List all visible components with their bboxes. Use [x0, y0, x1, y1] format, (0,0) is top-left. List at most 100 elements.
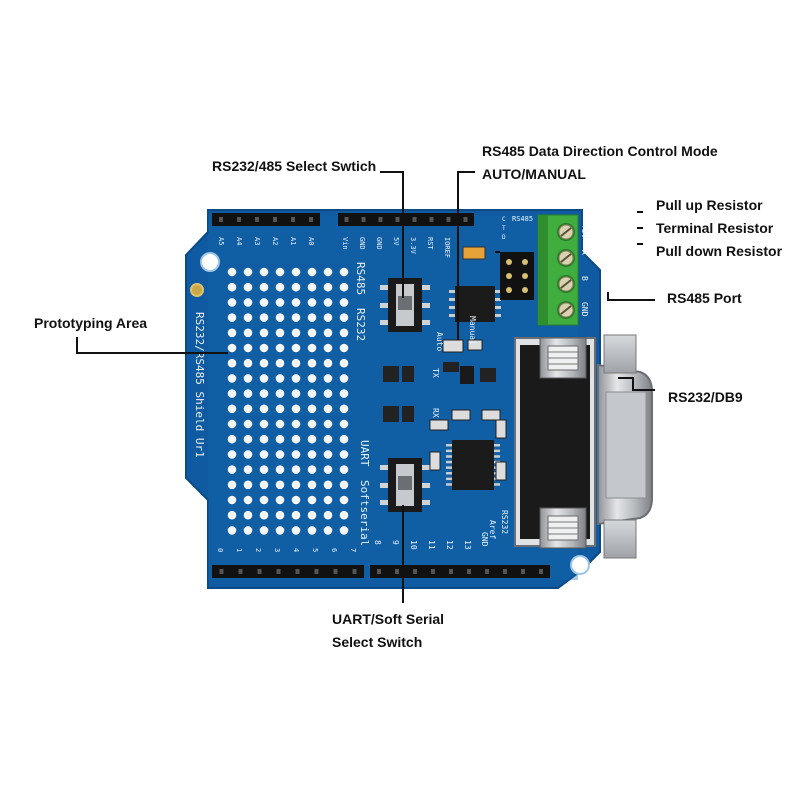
softserial-silkscreen: Softserial — [358, 480, 371, 546]
proto-pad — [227, 358, 237, 368]
proto-pad — [259, 434, 269, 444]
digital-header-low-pin — [333, 569, 338, 574]
terminal-pin-label: GND — [580, 302, 589, 317]
ic-pin — [494, 444, 500, 447]
proto-pad — [323, 267, 333, 277]
proto-pad — [259, 358, 269, 368]
terminal-screw-slot — [560, 227, 572, 237]
pcb-outline — [185, 209, 601, 589]
analog-header-pin — [309, 217, 313, 222]
proto-pad — [243, 389, 253, 398]
proto-pad — [275, 358, 285, 368]
manual-silkscreen: Manual — [468, 316, 477, 345]
ic-pin — [446, 455, 452, 458]
proto-pad — [275, 404, 285, 414]
ic-pin — [494, 455, 500, 458]
leader-rs485-port — [607, 292, 655, 301]
ic-pin — [494, 449, 500, 453]
ic-pin — [446, 460, 452, 464]
analog-header-pin — [273, 217, 277, 222]
terminal-screw-slot — [560, 279, 572, 289]
digital-pin-label: 5 — [311, 548, 319, 552]
analog-pin-label: A1 — [289, 237, 297, 245]
digital-header-high-pin — [413, 569, 417, 574]
leader-select-switch — [380, 171, 404, 298]
proto-pad — [259, 495, 269, 505]
proto-pad — [307, 358, 317, 368]
proto-pad — [227, 495, 237, 505]
proto-pad — [259, 374, 269, 383]
proto-pad — [291, 480, 301, 490]
digital-pin-label: 8 — [373, 540, 382, 545]
pull-up-resistor-callout: Pull up Resistor — [656, 197, 763, 213]
analog-header-pin — [237, 217, 241, 222]
ic-pin — [446, 449, 452, 453]
ic-pin — [446, 444, 452, 447]
digital-pin-label: 2 — [254, 548, 262, 552]
proto-pad — [307, 313, 317, 322]
proto-pad — [339, 434, 349, 444]
digital-header-low-pin — [257, 569, 262, 574]
prototyping-grid — [227, 267, 349, 535]
proto-pad — [275, 267, 285, 277]
leader-direction — [457, 171, 475, 340]
proto-pad — [259, 389, 269, 398]
analog-header-body — [212, 213, 320, 226]
proto-pad — [275, 282, 285, 292]
proto-pad — [259, 526, 269, 535]
ic-pin — [446, 477, 452, 481]
proto-pad — [259, 510, 269, 520]
proto-pad — [339, 389, 349, 398]
proto-pad — [291, 434, 301, 444]
power-pin-label: Vin — [341, 237, 349, 250]
proto-pad — [307, 328, 317, 338]
mount-hole — [200, 252, 220, 272]
rs232-transceiver-ic — [446, 440, 500, 490]
proto-pad — [339, 450, 349, 459]
proto-pad — [323, 450, 333, 459]
ic-pin — [494, 483, 500, 486]
proto-pad — [307, 495, 317, 505]
proto-pad — [291, 510, 301, 520]
auto-silkscreen: Auto — [435, 332, 444, 351]
proto-pad — [323, 404, 333, 414]
proto-pad — [339, 374, 349, 383]
proto-pad — [307, 450, 317, 459]
proto-pad — [339, 343, 349, 353]
proto-pad — [307, 389, 317, 398]
proto-pad — [307, 465, 317, 474]
uart-switch-callout-line1: UART/Soft Serial — [332, 611, 445, 627]
analog-pin-label: A3 — [253, 237, 261, 245]
db9-screw — [539, 337, 587, 379]
proto-pad — [259, 282, 269, 292]
digital-header-high-pin — [521, 569, 525, 574]
digital-header-low-pin — [238, 569, 243, 574]
proto-pad — [323, 434, 333, 444]
proto-pad — [323, 313, 333, 322]
analog-header-pin — [291, 217, 295, 222]
proto-pad — [243, 282, 253, 292]
proto-pad — [291, 419, 301, 429]
digital-header-high-pin — [485, 569, 489, 574]
power-pin-label: GND — [375, 237, 383, 250]
proto-pad — [339, 313, 349, 322]
header-digital-low — [212, 565, 364, 578]
proto-pad — [291, 313, 301, 322]
power-header-pin — [395, 217, 400, 222]
rx-silkscreen: RX — [431, 408, 440, 418]
prototyping-area-callout: Prototyping Area — [34, 315, 148, 331]
power-pin-label: IOREF — [443, 237, 451, 258]
rs232-db9-callout: RS232/DB9 — [668, 389, 743, 405]
jumper-pin-header — [500, 252, 534, 300]
digital-header-low-body — [212, 565, 364, 578]
analog-pin-label: A5 — [217, 237, 225, 245]
db9-connector — [514, 334, 653, 559]
rs485-silkscreen: RS485 — [354, 262, 367, 295]
proto-pad — [323, 526, 333, 535]
proto-pad — [307, 298, 317, 307]
proto-pad — [259, 298, 269, 307]
header-power — [338, 213, 474, 226]
proto-pad — [339, 404, 349, 414]
power-pin-label: 5V — [392, 237, 400, 246]
proto-pad — [243, 358, 253, 368]
